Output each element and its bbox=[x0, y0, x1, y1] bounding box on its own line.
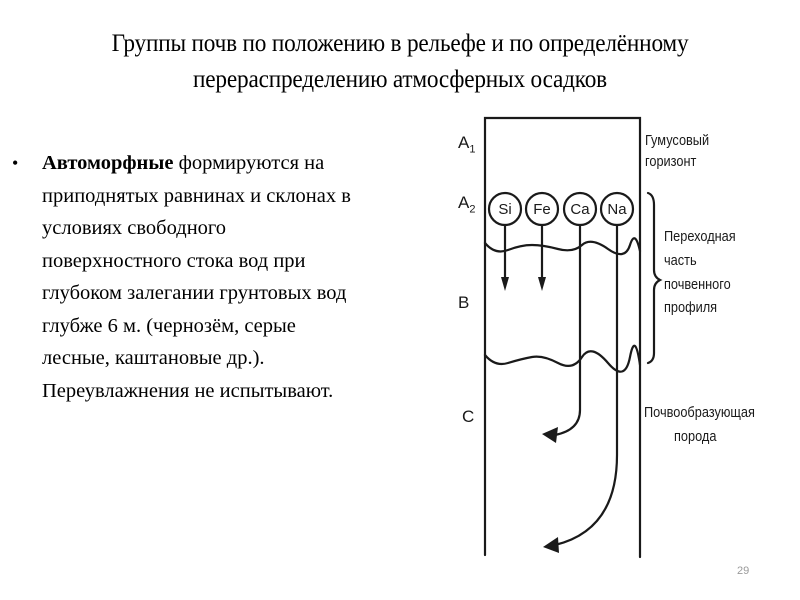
horizon-a1-label: A1 bbox=[458, 133, 476, 156]
bullet-list: • Автоморфные формируются на приподнятых… bbox=[10, 147, 450, 407]
arrow-si-icon bbox=[501, 277, 509, 291]
bullet-line-3: условиях свободного bbox=[42, 217, 227, 239]
bullet-text: Автоморфные формируются на приподнятых р… bbox=[42, 147, 351, 407]
bullet-line-2: приподнятых равнинах и склонах в bbox=[42, 184, 351, 207]
label-transition-3: почвенного bbox=[664, 276, 731, 293]
profile-outline bbox=[483, 116, 642, 559]
bullet-line-8: Переувлажнения не испытывают. bbox=[42, 379, 334, 402]
label-transition-1: Переходная bbox=[664, 228, 736, 245]
slide-title: Группы почв по положению в рельефе и по … bbox=[28, 26, 772, 98]
bullet-line-5: глубоком залегании грунтовых вод bbox=[42, 282, 347, 304]
arrow-ca-icon bbox=[542, 427, 558, 443]
bullet-term: Автоморфные bbox=[42, 152, 174, 174]
arrow-fe-icon bbox=[538, 277, 546, 291]
title-line-2: перераспределению атмосферных осадков bbox=[193, 66, 607, 93]
horizon-b-label: B bbox=[458, 293, 470, 312]
label-humus-1: Гумусовый bbox=[645, 132, 710, 149]
page-number: 29 bbox=[737, 565, 750, 577]
horizon-a2-label: A2 bbox=[458, 193, 476, 216]
arrow-na-icon bbox=[543, 537, 559, 553]
label-humus-2: горизонт bbox=[645, 153, 697, 170]
boundary-b-c bbox=[483, 344, 642, 373]
element-si: Si bbox=[498, 201, 511, 218]
bullet-line-4: поверхностного стока вод при bbox=[42, 249, 306, 272]
soil-profile-diagram: Si Fe Ca Na A1 A2 B C Гумусовый горизонт… bbox=[440, 105, 800, 585]
label-parent-rock-2: порода bbox=[674, 428, 717, 445]
soil-profile-drawing: Si Fe Ca Na bbox=[483, 116, 663, 559]
bullet-line-6: глубже 6 м. (чернозём, серые bbox=[42, 314, 296, 337]
bullet-item-automorphic: • Автоморфные формируются на приподнятых… bbox=[10, 147, 450, 407]
label-transition-2: часть bbox=[664, 252, 697, 269]
bullet-line-1: формируются на bbox=[173, 152, 325, 174]
element-ca: Ca bbox=[570, 201, 590, 218]
bullet-dot-icon: • bbox=[12, 153, 19, 173]
boundary-a2-b bbox=[483, 237, 642, 256]
transition-bracket bbox=[646, 191, 663, 365]
element-na: Na bbox=[607, 201, 627, 218]
label-transition-4: профиля bbox=[664, 299, 718, 316]
horizon-c-label: C bbox=[462, 407, 475, 426]
title-line-1: Группы почв по положению в рельефе и по … bbox=[111, 30, 689, 57]
bullet-line-7: лесные, каштановые др.). bbox=[42, 347, 265, 369]
label-parent-rock-1: Почвообразующая bbox=[644, 404, 755, 421]
element-fe: Fe bbox=[533, 201, 551, 218]
